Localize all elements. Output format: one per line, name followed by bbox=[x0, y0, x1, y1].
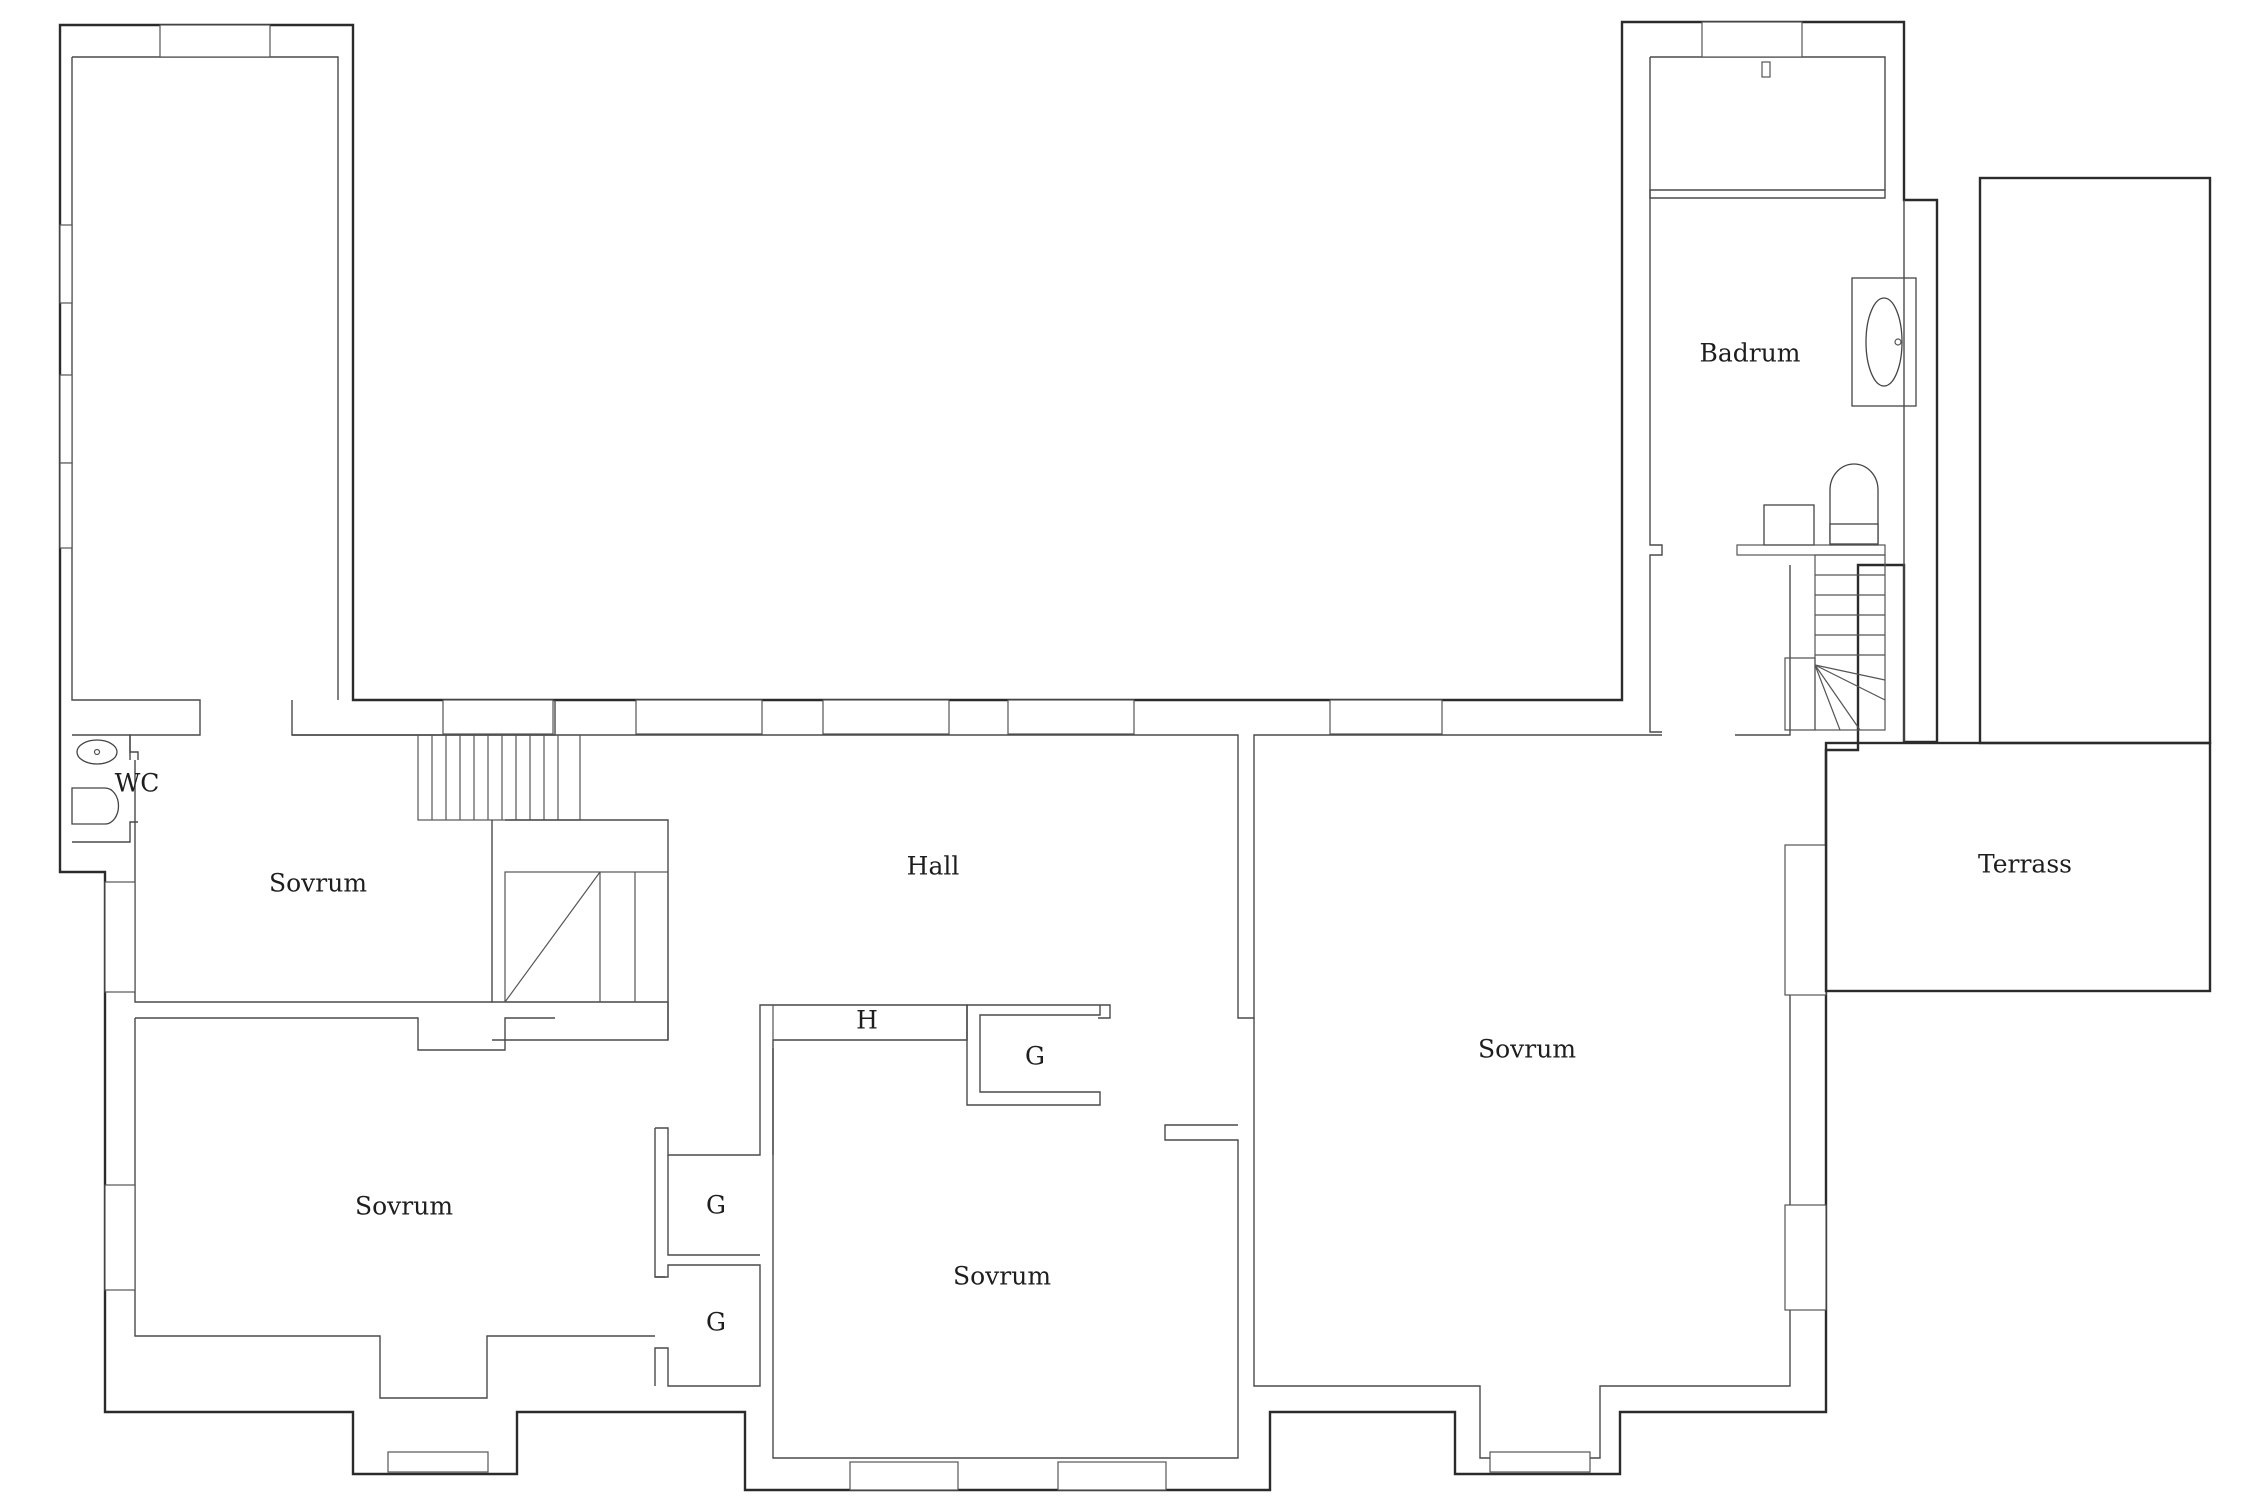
g-closets bbox=[654, 1004, 968, 1387]
label-g-closet-lower: G bbox=[706, 1308, 726, 1337]
label-sovrum-east: Sovrum bbox=[1478, 1035, 1576, 1064]
courtyard-windows bbox=[59, 21, 1803, 735]
sovrum-sw-walls bbox=[104, 1018, 665, 1473]
toilet-icon bbox=[71, 787, 120, 825]
label-g-closet-center: G bbox=[1025, 1042, 1045, 1071]
label-sovrum-nw: Sovrum bbox=[269, 869, 367, 898]
label-badrum: Badrum bbox=[1699, 339, 1800, 368]
label-wc: WC bbox=[115, 769, 160, 798]
label-sovrum-sw: Sovrum bbox=[355, 1192, 453, 1221]
label-sovrum-south: Sovrum bbox=[953, 1262, 1051, 1291]
badrum-fixtures bbox=[1736, 61, 1917, 742]
label-g-closet-upper: G bbox=[706, 1191, 726, 1220]
sovrum-south-walls bbox=[772, 1048, 1239, 1491]
badrum-stair bbox=[1784, 554, 1886, 731]
hall-north-wall bbox=[292, 565, 1791, 1019]
g-closet-center-walls bbox=[966, 1004, 1111, 1106]
sink-icon bbox=[76, 739, 118, 765]
label-h-closet: H bbox=[856, 1006, 878, 1035]
tap-icon bbox=[1761, 61, 1771, 78]
room-labels: Badrum WC Sovrum Hall Terrass H G Sovrum… bbox=[115, 339, 2072, 1337]
terrass-area bbox=[1824, 176, 2212, 993]
wc-room bbox=[71, 734, 139, 843]
label-terrass: Terrass bbox=[1978, 850, 2072, 879]
bathroom-sink-icon bbox=[1865, 297, 1903, 387]
sovrum-east-walls bbox=[1253, 844, 1827, 1473]
hall-stair bbox=[417, 734, 581, 821]
stairwell-box bbox=[491, 819, 669, 1041]
label-hall: Hall bbox=[907, 852, 960, 881]
sovrum-nw-walls bbox=[104, 760, 555, 1051]
